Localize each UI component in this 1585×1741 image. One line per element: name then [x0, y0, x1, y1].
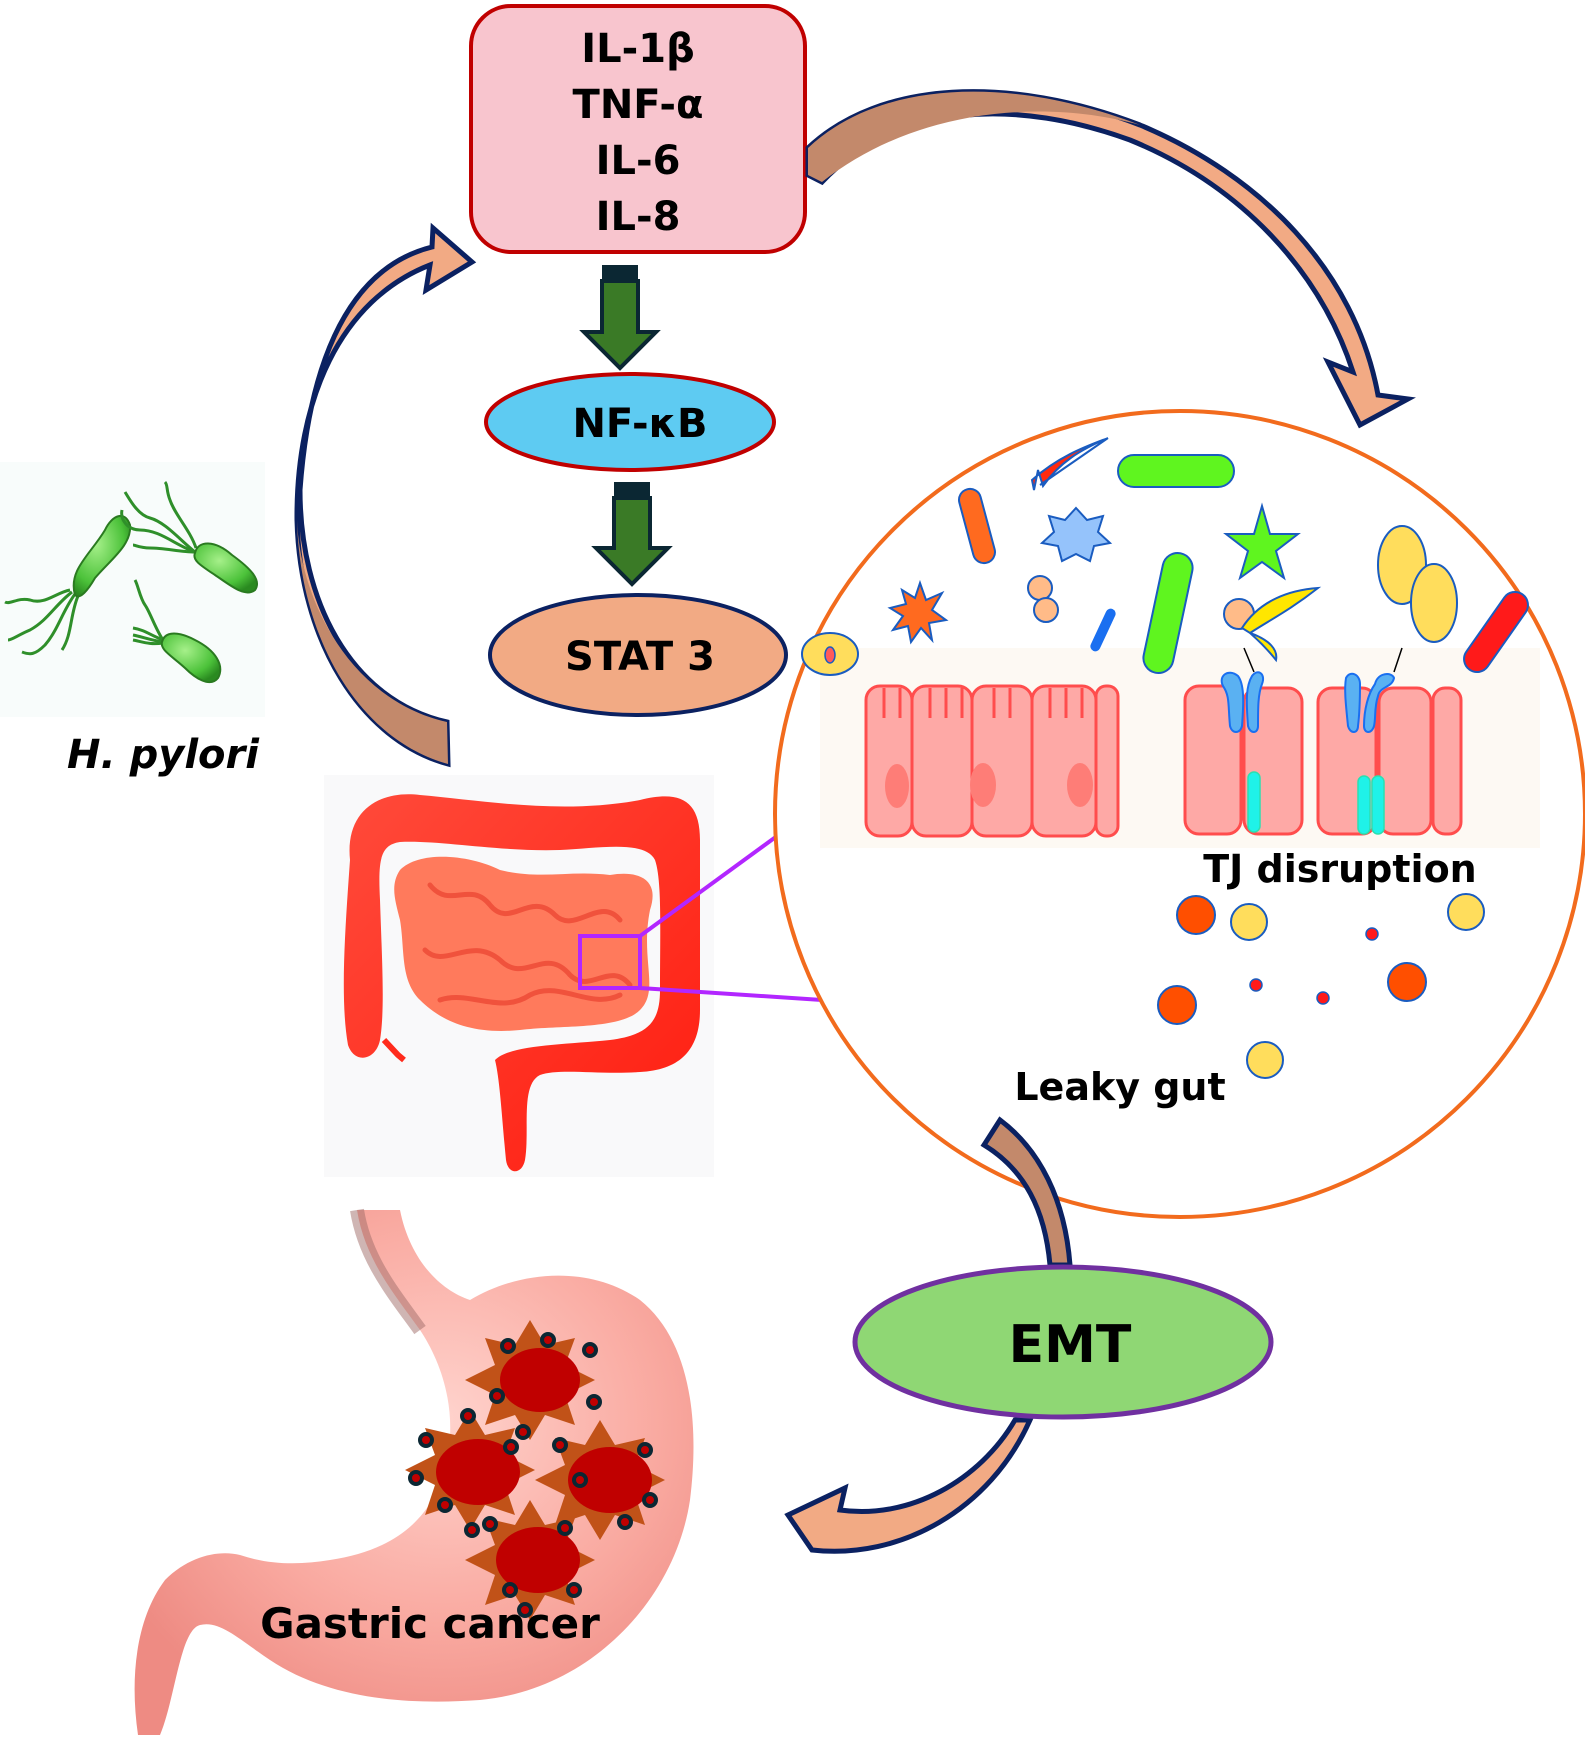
gastric-cancer-label: Gastric cancer [260, 1599, 600, 1648]
particle [1316, 991, 1330, 1005]
down-arrow-nfkb-to-stat3 [591, 482, 673, 587]
particle [1447, 893, 1485, 931]
cytokine-box-shape [469, 4, 807, 254]
bacterium-icon [120, 480, 258, 594]
ligand-line [1243, 647, 1255, 673]
microbe-oval-yellow [1410, 563, 1458, 643]
receptor-icon [1220, 671, 1245, 733]
microbe-spike-yellow [1240, 586, 1322, 663]
microbe-star-orange [887, 579, 949, 645]
receptor-icon [1362, 673, 1396, 733]
cytokine-il6: IL-6 [596, 138, 681, 184]
bacterium-icon [4, 515, 132, 656]
stat3-label: STAT 3 [565, 634, 715, 680]
microvilli [882, 688, 1084, 718]
nucleus [885, 764, 909, 808]
leaked-particles [1157, 893, 1485, 1079]
zoom-line-top [638, 826, 790, 938]
tight-junction [1371, 775, 1385, 835]
tj-disruption-label: TJ disruption [1203, 847, 1476, 891]
stat3-node: STAT 3 [488, 593, 788, 717]
nucleus [970, 763, 996, 807]
microbe-star-blue [1039, 506, 1113, 563]
cytokine-tnfa: TNF-α [573, 82, 704, 128]
leaky-gut-label: Leaky gut [1014, 1065, 1225, 1109]
microbe-rod-blue [1090, 608, 1116, 652]
cytokine-il1b: IL-1β [581, 26, 694, 72]
epithelial-cell [1377, 686, 1433, 836]
receptor-icon [1245, 671, 1264, 733]
intact-epithelium [864, 684, 1120, 838]
h-pylori-label: H. pylori [67, 732, 260, 778]
particle [1365, 927, 1379, 941]
particle [1387, 962, 1427, 1002]
microbe-spike-red [1030, 437, 1109, 491]
nfkb-ellipse [484, 372, 776, 472]
nfkb-node: NF-κB [484, 372, 776, 472]
epithelial-cell [1183, 684, 1243, 836]
tumour-cluster [405, 1320, 665, 1620]
small-intestine-folds [422, 882, 633, 1006]
nucleus [1067, 763, 1093, 807]
curved-arrow-cytokines-to-leaky-gut [805, 89, 1416, 429]
leaky-gut-panel: TJ disruption Leaky gut [773, 409, 1585, 1219]
cytokine-il8: IL-8 [596, 194, 681, 240]
h-pylori-illustration: H. pylori [0, 462, 265, 778]
epithelial-cell [1030, 684, 1098, 838]
stat3-ellipse [488, 593, 788, 717]
stomach-illustration: Gastric cancer [134, 1208, 694, 1735]
epithelial-cell [864, 684, 914, 838]
particle [1157, 985, 1197, 1025]
receptor-icon [1344, 672, 1362, 733]
intestine-illustration [324, 775, 853, 1177]
epithelial-cell [1431, 686, 1463, 836]
particle [1230, 903, 1268, 941]
zoom-region-box [578, 934, 642, 990]
cytokine-box: IL-1β TNF-α IL-6 IL-8 [469, 4, 807, 254]
curved-arrow-emt-to-stomach [784, 1417, 1034, 1554]
curved-arrow-gut-to-cytokines [294, 222, 477, 768]
tight-junction [1357, 775, 1371, 835]
epithelial-cell [1094, 684, 1120, 838]
microbe-rod-red [1463, 590, 1529, 674]
epithelial-cell [970, 684, 1034, 838]
bacteria-background [0, 462, 265, 717]
microbe-star-green [1223, 502, 1301, 581]
small-intestine [394, 856, 653, 1031]
microbe-rod-green [1117, 454, 1235, 488]
disrupted-epithelium [1183, 647, 1463, 836]
emt-node: EMT [852, 1264, 1274, 1420]
nfkb-label: NF-κB [572, 401, 707, 447]
tight-junction [1247, 771, 1261, 833]
bacterium-icon [132, 579, 222, 684]
emt-ellipse [852, 1264, 1274, 1420]
tumour-dots [408, 1332, 658, 1618]
colon [343, 794, 700, 1172]
down-arrow-cytokine-to-nfkb [579, 265, 661, 371]
zoom-line-bottom [639, 986, 853, 1004]
particle [1249, 978, 1263, 992]
particle [1246, 1041, 1284, 1079]
microbe-coccus [1027, 575, 1053, 601]
microbes [801, 437, 1529, 676]
ligand-line [1393, 647, 1403, 673]
microbe-rod-orange [958, 487, 996, 565]
microbe-coccus [1033, 597, 1059, 623]
emt-label: EMT [1009, 1315, 1132, 1375]
microbe-rod-green-2 [1142, 552, 1194, 674]
particle [1176, 895, 1216, 935]
